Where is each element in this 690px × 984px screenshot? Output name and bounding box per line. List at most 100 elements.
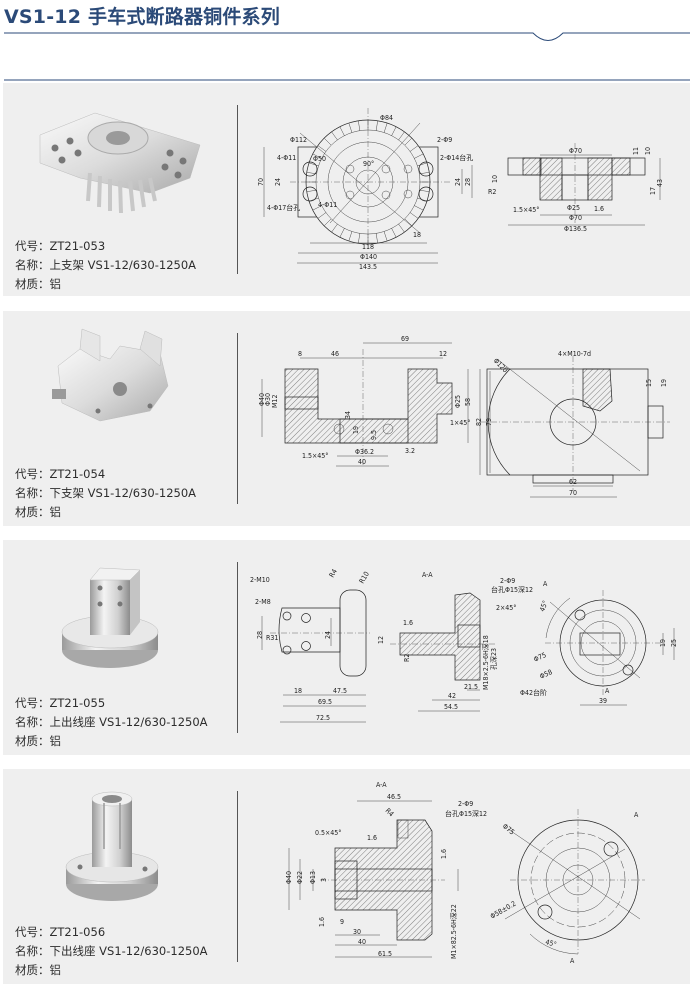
dim-label: 18 xyxy=(294,687,302,695)
fin-line xyxy=(312,205,322,211)
dim-label: R4 xyxy=(328,568,339,579)
dim-label: 62 xyxy=(569,478,577,486)
dim-label: Φ25 xyxy=(454,395,462,408)
dim-label: 24 xyxy=(324,631,332,639)
dim-label: 69 xyxy=(401,335,409,343)
dim-label: 1.6 xyxy=(440,849,448,859)
dim-label: 25 xyxy=(670,639,678,647)
dim-label: Φ50 xyxy=(313,155,326,163)
dim-label: 1×45° xyxy=(450,419,470,427)
dim-label: 19 xyxy=(352,426,360,434)
header-rules xyxy=(4,32,690,81)
section-view xyxy=(261,342,469,467)
fin-line xyxy=(414,205,424,211)
page-title: VS1-12 手车式断路器铜件系列 xyxy=(4,6,280,28)
dim-label: Φ120 xyxy=(492,357,510,375)
product-info: 代号：ZT21-053 名称：上支架 VS1-12/630-1250A 材质：铝 xyxy=(15,237,196,294)
dim-label: 70 xyxy=(257,178,265,186)
dim-label: 30 xyxy=(353,928,361,936)
fin-line xyxy=(312,153,322,159)
dim-label: 4-Φ17台孔 xyxy=(267,203,300,212)
side-section-view xyxy=(507,143,661,226)
product-code: 代号：ZT21-055 xyxy=(15,696,106,710)
dim-label: 1.6 xyxy=(367,834,377,842)
front-view xyxy=(261,589,370,723)
front-view xyxy=(263,108,473,264)
fin-line xyxy=(375,120,378,131)
fin-line xyxy=(391,228,397,238)
fin-line xyxy=(404,138,412,146)
dim-label: Φ75 xyxy=(501,822,516,836)
dim-label: 45° xyxy=(538,599,549,612)
divider xyxy=(237,105,238,274)
product-card-zt21-056: A-A 46.5 2-Φ9 台孔Φ15深12 R4 0.5×45° 1.6 1.… xyxy=(3,769,690,984)
dim-label: 3.2 xyxy=(405,447,415,455)
dim-label: 40 xyxy=(358,938,366,946)
dim-label: 24 xyxy=(454,178,462,186)
dimension-labels: 2-M10 2-M8 R4 R10 28 R31 24 18 47.5 69.5… xyxy=(250,568,678,722)
product-photo xyxy=(65,791,159,901)
fin-line xyxy=(404,218,412,226)
fin-line xyxy=(419,189,430,192)
technical-drawing: Φ84 Φ112 2-Φ9 4-Φ11 Φ50 90° 2-Φ14台孔 70 2… xyxy=(39,108,664,271)
dim-label: Φ136.5 xyxy=(564,225,587,233)
dim-label: 4-Φ11 xyxy=(277,154,296,162)
dimension-labels: 8 46 69 12 Φ40 Φ30 M12 Φ25 58 34 19 9.5 … xyxy=(258,335,668,497)
product-material: 材质：铝 xyxy=(15,505,61,519)
product-photo xyxy=(61,567,159,668)
dim-label: 28 xyxy=(256,631,264,639)
dim-label: A xyxy=(570,957,575,965)
fin-line xyxy=(331,131,338,141)
plan-view xyxy=(545,590,675,706)
dim-label: R2 xyxy=(488,188,496,196)
product-info: 代号：ZT21-055 名称：上出线座 VS1-12/630-1250A 材质：… xyxy=(15,694,208,751)
divider xyxy=(237,562,238,733)
dim-label: 46 xyxy=(331,350,339,358)
dim-label: 34 xyxy=(344,411,352,419)
product-name: 名称：下出线座 VS1-12/630-1250A xyxy=(15,944,208,958)
dim-label: Φ42台阶 xyxy=(520,688,547,697)
dim-label: 46.5 xyxy=(387,793,401,801)
product-name: 名称：上支架 VS1-12/630-1250A xyxy=(15,258,197,272)
dim-label: R31 xyxy=(266,634,278,642)
dim-label: A xyxy=(634,811,639,819)
plan-view xyxy=(504,809,645,955)
dim-label: 18 xyxy=(413,231,421,239)
dim-label: 1.6 xyxy=(594,205,604,213)
fin-line xyxy=(417,162,428,167)
dim-label: 28 xyxy=(464,178,472,186)
dim-label: R10 xyxy=(358,570,371,585)
fin-line xyxy=(409,212,419,219)
dim-label: Φ70 xyxy=(569,214,582,222)
dim-label: R2 xyxy=(403,654,411,662)
divider xyxy=(237,791,238,962)
dim-label: Φ25 xyxy=(567,204,580,212)
dim-label: 2-M8 xyxy=(255,598,271,606)
dim-label: 10 xyxy=(644,147,652,155)
dim-label: 47.5 xyxy=(333,687,347,695)
fin-line xyxy=(398,223,405,233)
dim-label: 42 xyxy=(448,692,456,700)
dim-label: 3 xyxy=(320,878,328,882)
dim-label: 61.5 xyxy=(378,950,392,958)
dim-label: 2-M10 xyxy=(250,576,270,584)
dim-label: 台孔Φ15深12 xyxy=(445,809,487,818)
dim-label: 12 xyxy=(439,350,447,358)
dim-label: 1.5×45° xyxy=(513,206,539,214)
fin-line xyxy=(324,218,332,226)
product-card-zt21-053: Φ84 Φ112 2-Φ9 4-Φ11 Φ50 90° 2-Φ14台孔 70 2… xyxy=(3,83,690,296)
dim-label: 0.5×45° xyxy=(315,829,341,837)
fin-line xyxy=(375,233,378,244)
dim-label: Φ40 xyxy=(258,393,266,406)
fin-line xyxy=(414,153,424,159)
fin-line xyxy=(317,212,327,219)
product-material: 材质：铝 xyxy=(15,277,61,291)
dim-label: 19 xyxy=(660,379,668,387)
dim-label: Φ58 xyxy=(538,668,553,681)
technical-drawing: A-A 46.5 2-Φ9 台孔Φ15深12 R4 0.5×45° 1.6 1.… xyxy=(65,781,645,965)
section-view-a-a xyxy=(288,800,459,958)
dim-label: Φ75 xyxy=(532,651,547,664)
dim-label: 8 xyxy=(298,350,302,358)
dim-label: 24 xyxy=(274,178,282,186)
fin-line xyxy=(348,231,353,242)
